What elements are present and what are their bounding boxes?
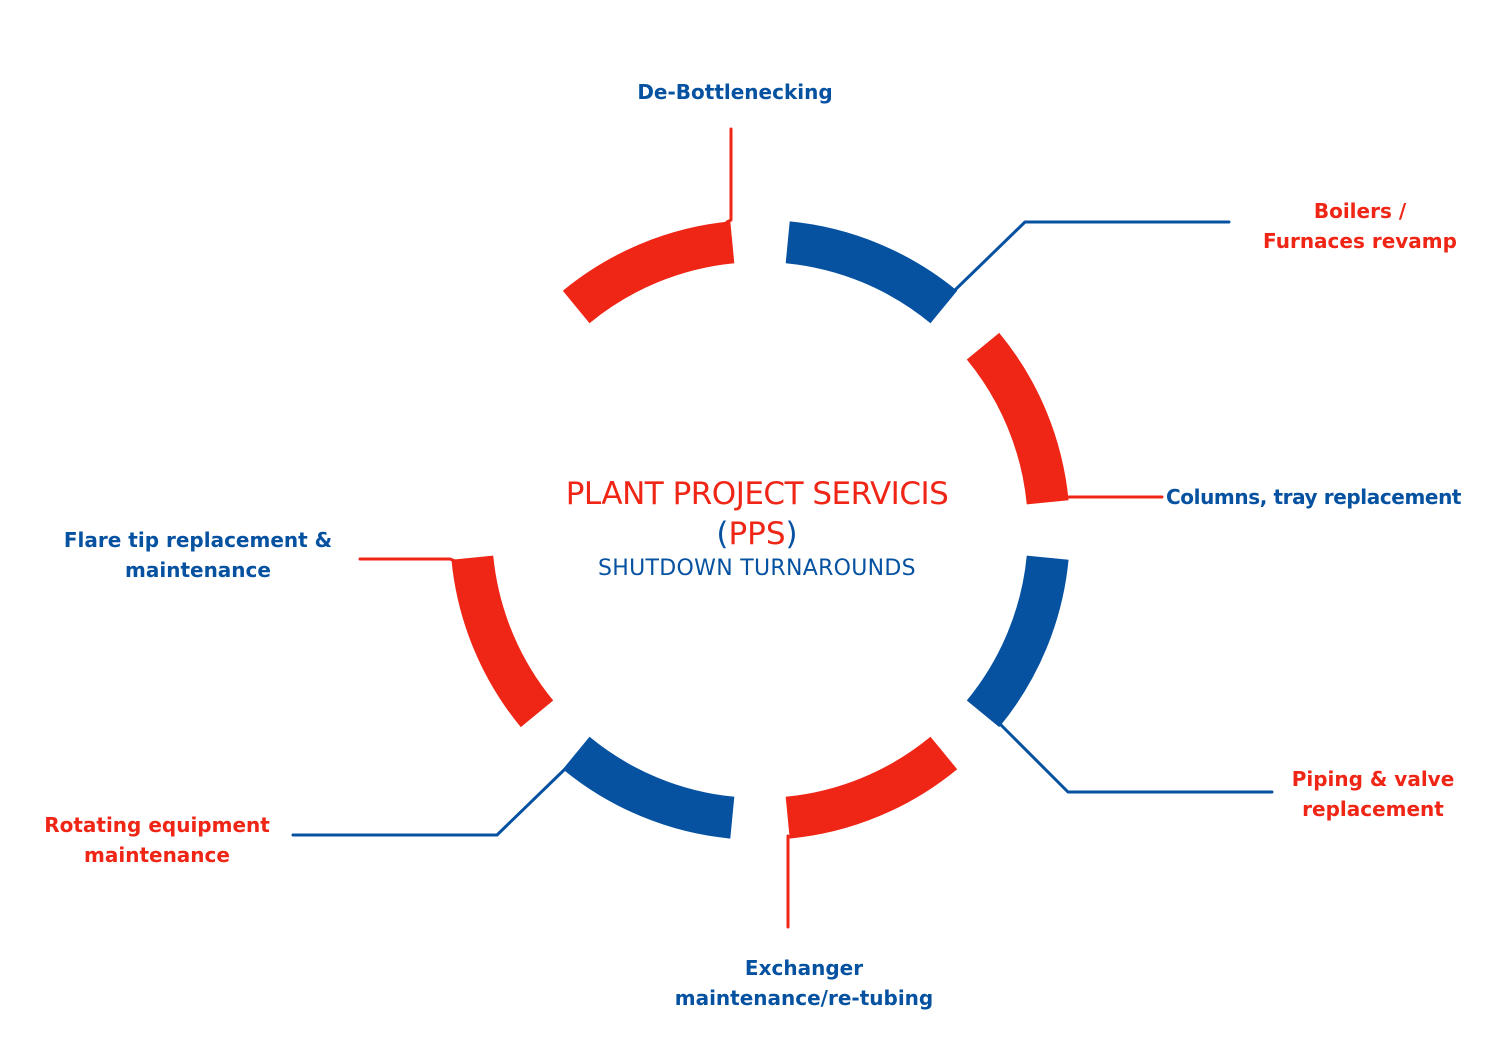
leader-line-piping	[998, 722, 1274, 794]
label-line: Piping & valve	[1291, 767, 1455, 791]
label-piping-valve: Piping & valve replacement	[1223, 764, 1500, 824]
label-line: Flare tip replacement &	[63, 528, 333, 552]
label-line: maintenance/re-tubing	[674, 986, 934, 1010]
label-line: maintenance	[84, 843, 230, 867]
abbr-text: PPS	[728, 516, 786, 552]
label-rotating-equipment: Rotating equipment maintenance	[7, 810, 307, 870]
label-line: maintenance	[125, 558, 271, 582]
label-line: Furnaces revamp	[1263, 229, 1457, 253]
label-flare-tip: Flare tip replacement & maintenance	[28, 525, 368, 585]
segment-piping-valve	[966, 555, 1069, 728]
label-line: De-Bottlenecking	[637, 80, 833, 104]
label-line: Columns, tray replacement	[1166, 485, 1462, 509]
segment-rotating-equipment	[562, 736, 735, 839]
segment-columns-tray	[966, 332, 1069, 505]
ring-segments	[451, 221, 1069, 839]
label-columns-tray: Columns, tray replacement	[1166, 482, 1494, 512]
segment-flare-tip	[451, 555, 554, 728]
leader-line-flare	[358, 557, 457, 563]
abbr-close-paren: )	[785, 516, 798, 552]
leader-line-boilers	[953, 220, 1231, 292]
leader-line-de-bottlenecking	[725, 127, 733, 224]
segment-boilers-furnaces	[785, 221, 958, 324]
segment-exchanger	[785, 736, 958, 839]
label-line: Boilers /	[1313, 199, 1407, 223]
label-boilers-furnaces: Boilers / Furnaces revamp	[1210, 196, 1500, 256]
center-title-block: PLANT PROJECT SERVICIS (PPS) SHUTDOWN TU…	[457, 474, 1057, 584]
leader-line-rotating	[291, 767, 567, 837]
label-de-bottlenecking: De-Bottlenecking	[585, 77, 885, 107]
segment-de-bottlenecking	[562, 221, 735, 324]
label-line: Exchanger	[744, 956, 864, 980]
center-title: PLANT PROJECT SERVICIS	[565, 476, 949, 512]
center-subtitle: SHUTDOWN TURNAROUNDS	[598, 556, 916, 581]
abbr-open-paren: (	[716, 516, 729, 552]
center-abbreviation: (PPS)	[457, 514, 1057, 554]
label-line: replacement	[1302, 797, 1444, 821]
leader-lines	[291, 127, 1274, 929]
label-exchanger: Exchanger maintenance/re-tubing	[604, 953, 1004, 1013]
label-line: Rotating equipment	[44, 813, 270, 837]
